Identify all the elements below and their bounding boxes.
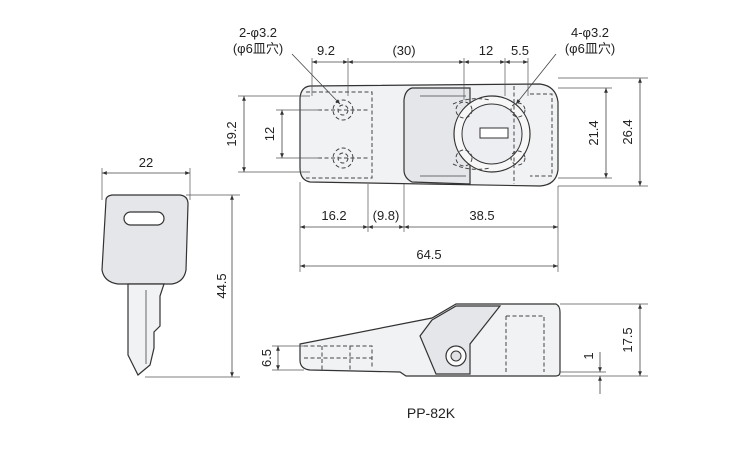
dim-side-17-5: 17.5 bbox=[620, 327, 635, 352]
note-hole-left-2: (φ6皿穴) bbox=[233, 41, 283, 56]
screw-hole-3 bbox=[455, 101, 473, 119]
dim-top-12: 12 bbox=[479, 43, 493, 58]
screw-hole-2 bbox=[332, 147, 354, 169]
screw-hole-1 bbox=[332, 99, 354, 121]
dim-key-width: 22 bbox=[139, 155, 153, 170]
screw-hole-4 bbox=[455, 149, 473, 167]
key-head bbox=[101, 194, 189, 285]
key-slot bbox=[123, 211, 165, 226]
dim-key-length: 44.5 bbox=[214, 273, 229, 298]
note-hole-right-1: 4-φ3.2 bbox=[571, 25, 609, 40]
dim-right-21-4: 21.4 bbox=[586, 120, 601, 145]
keyhole bbox=[479, 127, 509, 139]
lever-side bbox=[419, 305, 502, 375]
dim-bottom-16-2: 16.2 bbox=[321, 208, 346, 223]
dim-side-6-5: 6.5 bbox=[259, 349, 274, 367]
key-view: 22 44.5 bbox=[101, 155, 240, 378]
dim-top-5-5: 5.5 bbox=[511, 43, 529, 58]
note-hole-right-2: (φ6皿穴) bbox=[565, 41, 615, 56]
dim-top-9-2: 9.2 bbox=[317, 43, 335, 58]
dim-side-1: 1 bbox=[581, 352, 596, 359]
dim-overall-64-5: 64.5 bbox=[416, 247, 441, 262]
dim-left-19-2: 19.2 bbox=[224, 121, 239, 146]
lever-outline bbox=[403, 87, 471, 185]
model-caption: PP-82K bbox=[407, 405, 456, 421]
top-view: 2-φ3.2 (φ6皿穴) 4-φ3.2 (φ6皿穴) 9.2 (30) 12 … bbox=[224, 25, 648, 272]
dim-bottom-38-5: 38.5 bbox=[469, 208, 494, 223]
dim-bottom-9-8: (9.8) bbox=[373, 208, 400, 223]
note-hole-left-1: 2-φ3.2 bbox=[239, 25, 277, 40]
dim-left-12: 12 bbox=[262, 127, 277, 141]
dim-top-30: (30) bbox=[392, 43, 415, 58]
side-view: 6.5 1 17.5 bbox=[259, 303, 648, 394]
dim-right-26-4: 26.4 bbox=[620, 119, 635, 144]
